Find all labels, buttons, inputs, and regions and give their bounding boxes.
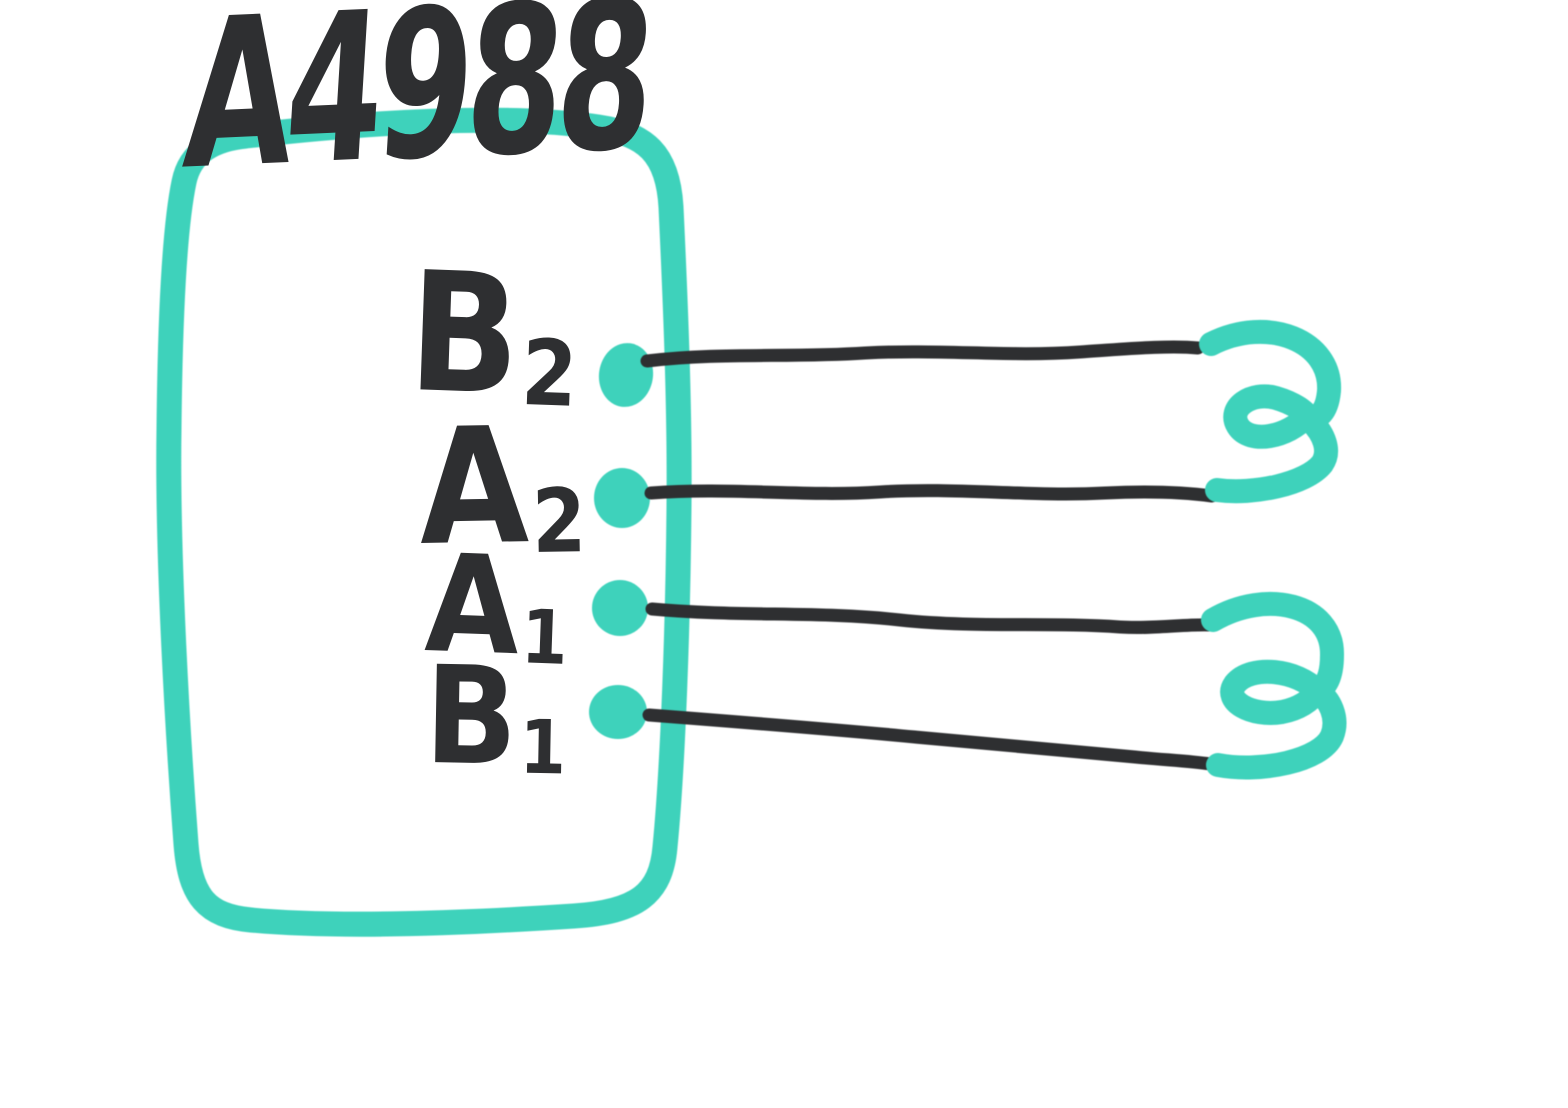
wire-b2 [640,340,1205,368]
pin-dot-b2 [598,343,654,407]
pin-dot-a1 [592,580,648,636]
pin-label-b1-subscript: 1 [518,703,567,792]
wire-a1 [645,602,1217,634]
wire-b1 [642,708,1217,771]
chip-title: A4988 [178,0,655,216]
pin-label-b1-base: B [423,637,519,796]
chip-outline [156,107,692,937]
motor-coil-1 [1199,319,1342,504]
pin-dot-a2 [594,468,650,528]
motor-coil-2 [1201,591,1347,780]
pin-label-b1: B1 [423,637,568,796]
wire-a2 [644,484,1219,503]
pin-dot-b1 [589,685,647,739]
